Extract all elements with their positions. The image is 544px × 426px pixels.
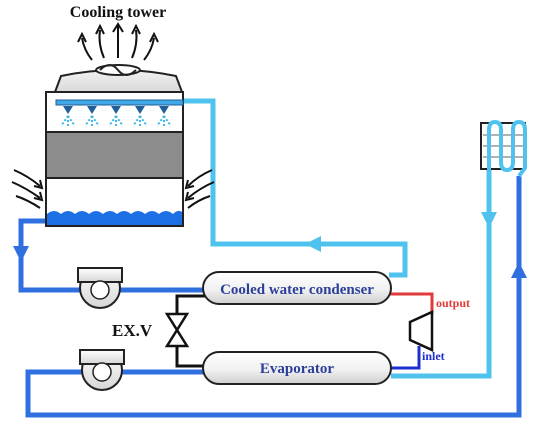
tower-supply-pipe: [183, 98, 408, 278]
hot-water-pipes: [13, 176, 527, 418]
evaporator-loop-pipe: [25, 176, 522, 418]
inlet-label: inlet: [422, 349, 445, 363]
spray-nozzle-icon: [60, 106, 76, 127]
spray-nozzles: [60, 106, 172, 127]
refrigerant-lines: [175, 292, 434, 370]
flow-arrow-down: [481, 212, 497, 228]
cooled-water-pipes: [183, 98, 497, 379]
expansion-valve-icon: [164, 312, 190, 348]
inlet-air-right-icon: [184, 169, 215, 209]
high-pressure-line: [389, 292, 434, 314]
condenser-label: Cooled water condenser: [220, 282, 374, 298]
condenser-water-pump: [77, 267, 123, 309]
low-pressure-line: [389, 346, 421, 370]
compressor-icon: [408, 310, 434, 352]
spray-nozzle-icon: [108, 106, 124, 127]
spray-header: [55, 99, 184, 106]
cooling-tower-label: Cooling tower: [70, 4, 166, 21]
flow-arrow-down-left: [13, 246, 29, 262]
output-label: output: [436, 296, 470, 310]
tower-fan-icon: [95, 64, 141, 76]
suction-line: [175, 346, 207, 368]
expansion-valve-label: EX.V: [112, 321, 153, 340]
cooling-tower: [11, 22, 215, 227]
tower-fill-media: [45, 131, 184, 179]
tower-basin-water: [47, 210, 182, 225]
flow-arrow-left: [305, 236, 321, 252]
spray-nozzle-icon: [132, 106, 148, 127]
coil-return-pipe: [391, 170, 492, 379]
liquid-line: [175, 294, 207, 314]
evaporator-vessel: [202, 351, 392, 385]
spray-nozzle-icon: [84, 106, 100, 127]
exhaust-air-icon: [77, 22, 159, 61]
chilled-water-pump: [79, 349, 125, 391]
tower-basin-outlet-pipe: [18, 218, 84, 293]
tower-upper-casing: [45, 91, 184, 133]
air-coil-icon: [480, 119, 527, 178]
evaporator-label: Evaporator: [260, 361, 335, 377]
flow-arrow-up: [511, 262, 527, 278]
spray-nozzle-icon: [156, 106, 172, 127]
condenser-vessel: [202, 271, 392, 305]
inlet-air-left-icon: [11, 169, 44, 209]
